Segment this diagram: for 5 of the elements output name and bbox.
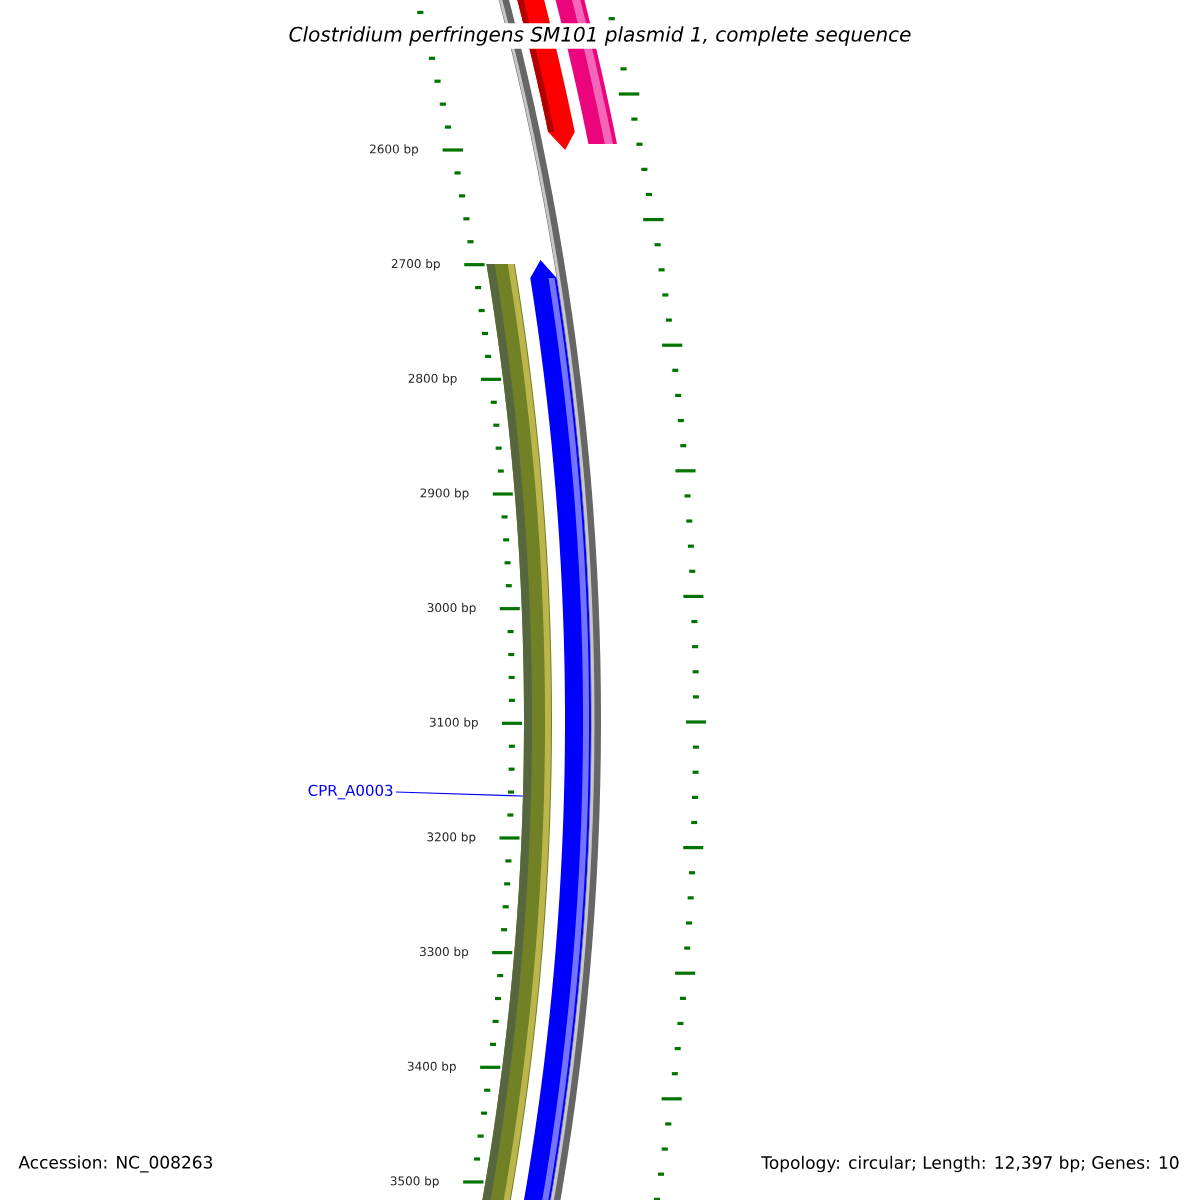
- title: Clostridium perfringens SM101 plasmid 1, complete sequence: [285, 23, 915, 49]
- gene-arc: [476, 264, 552, 1200]
- summary-text: Topology: circular; Length: 12,397 bp; Genes: 10: [761, 1155, 1179, 1173]
- leader-line: [395, 791, 524, 797]
- accession-text: Accession: NC_008263: [18, 1155, 212, 1173]
